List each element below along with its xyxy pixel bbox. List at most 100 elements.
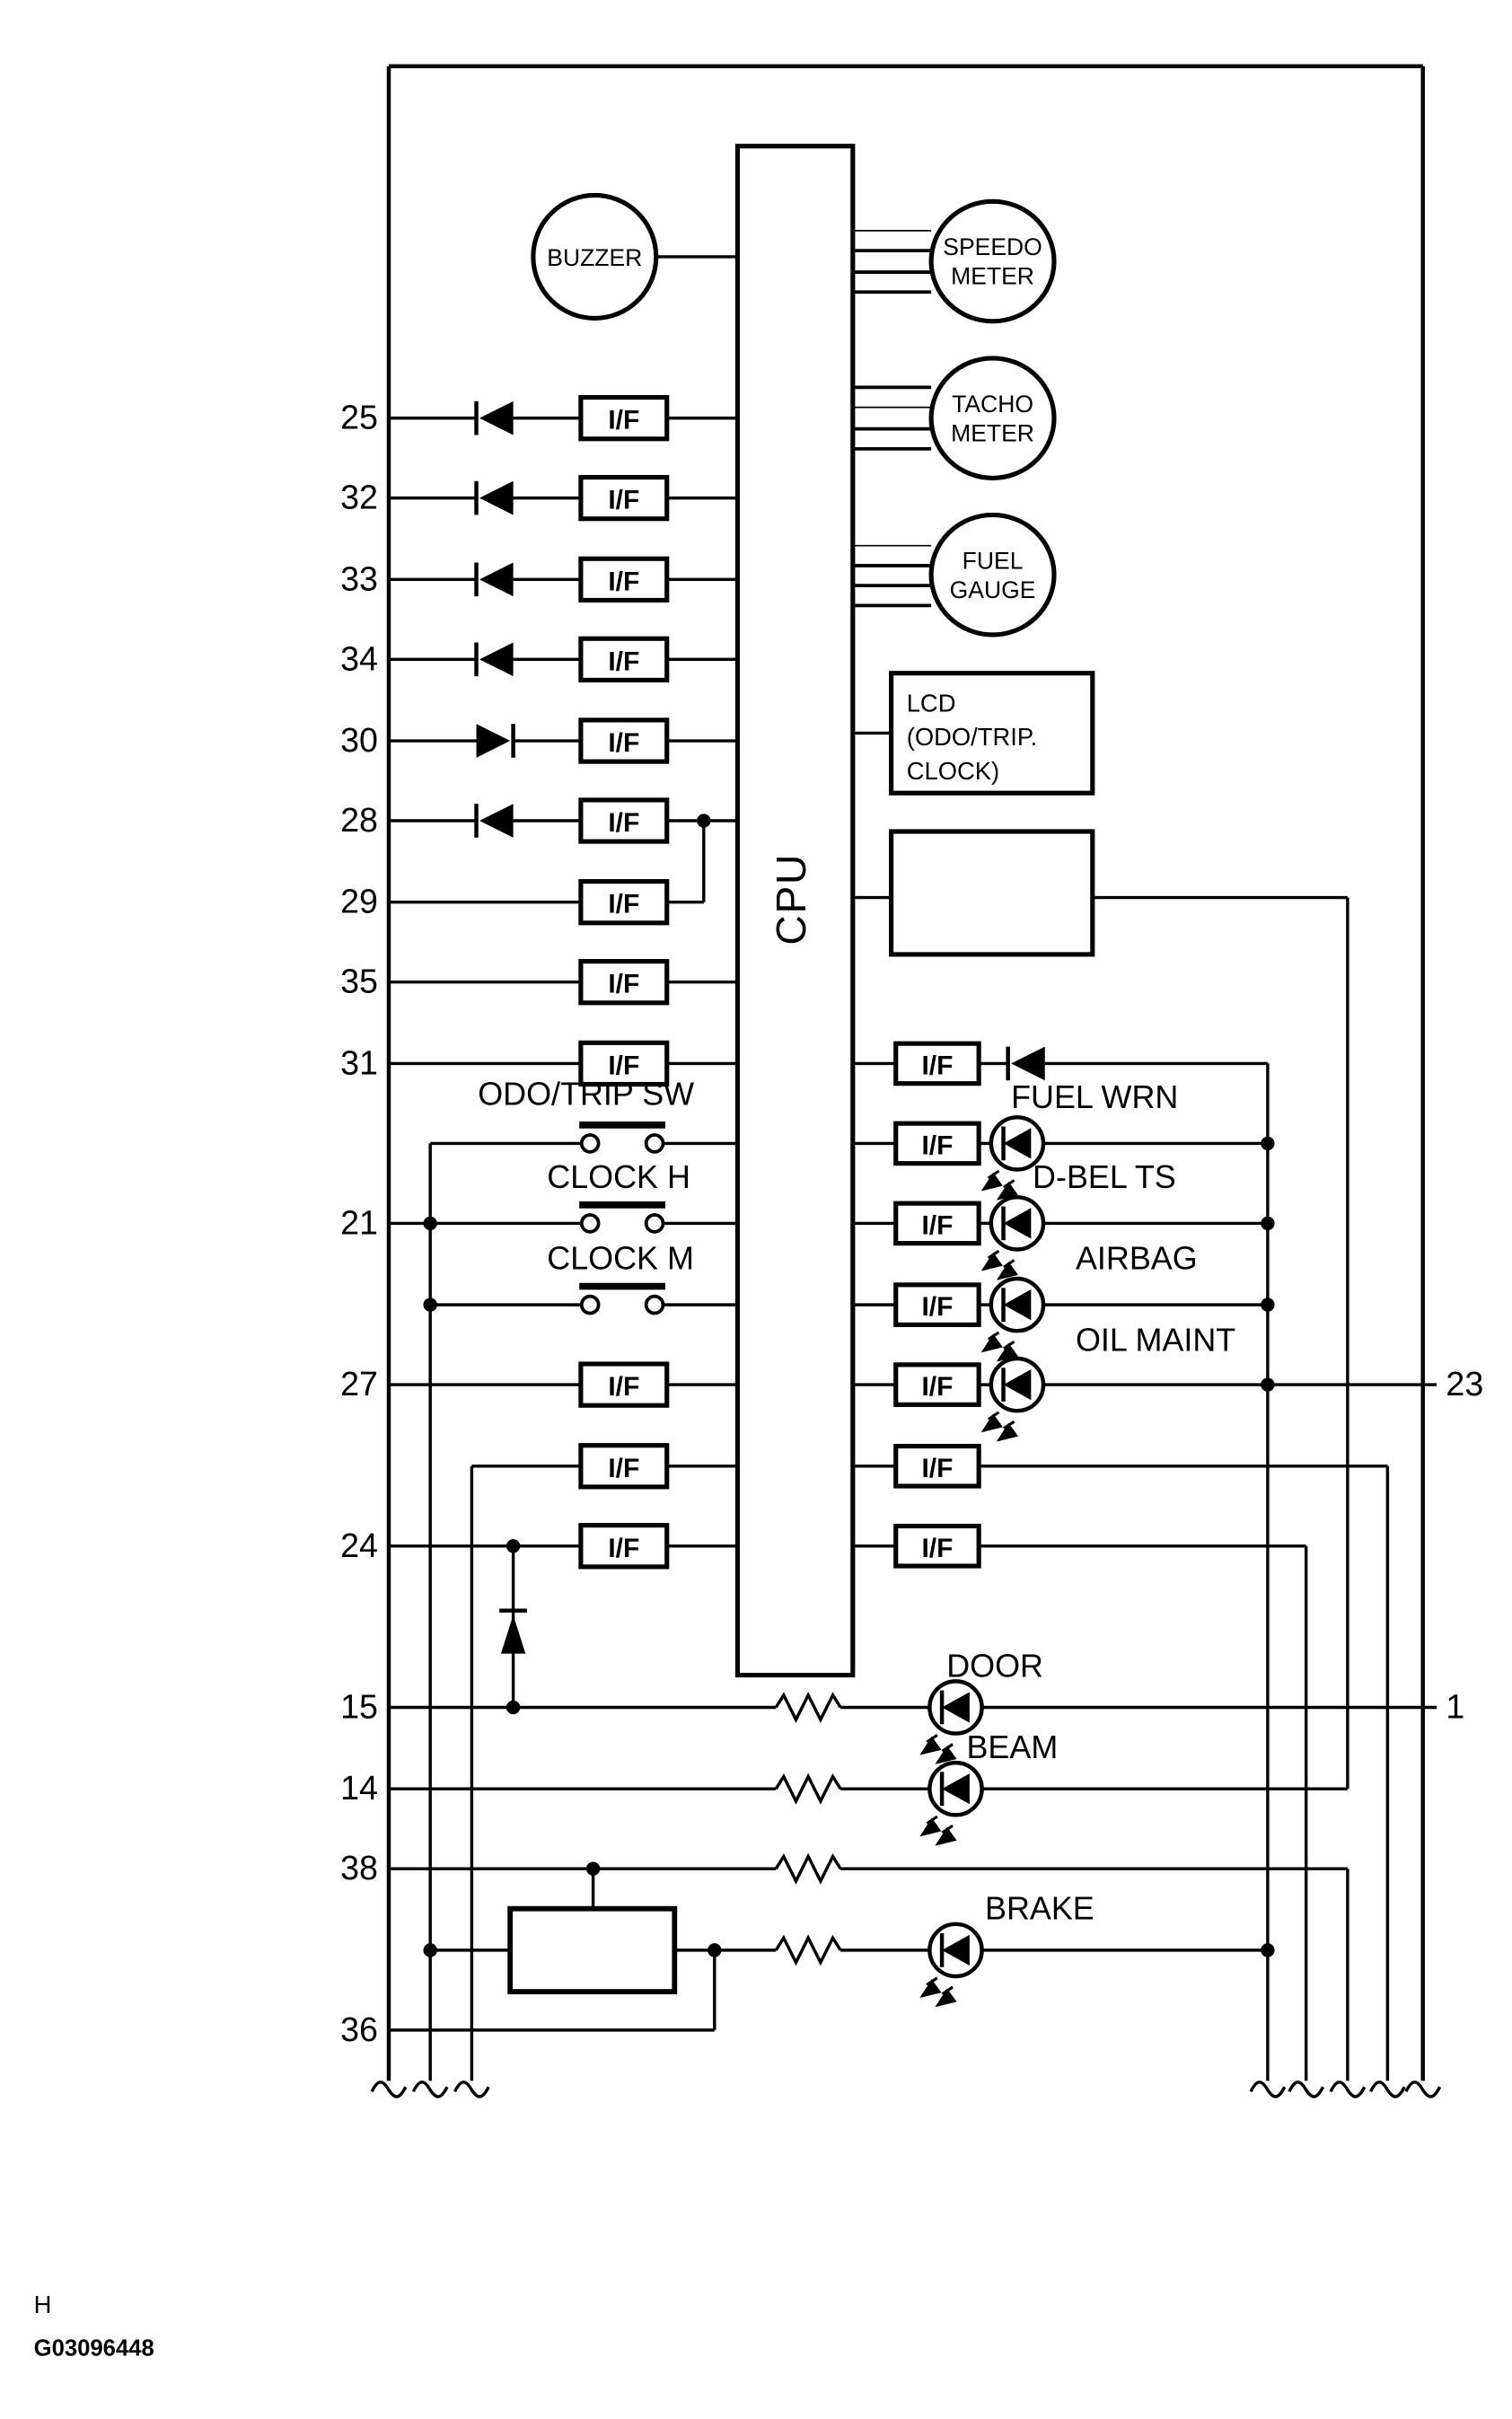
diode-icon [474,642,514,677]
clock-m-label: CLOCK M [547,1240,694,1277]
if-box: I/F [893,1201,981,1246]
if-box: I/F [578,636,670,682]
svg-text:I/F: I/F [608,1051,639,1080]
pin-label-32: 32 [340,479,378,516]
svg-text:I/F: I/F [921,1454,953,1483]
pin-label-30: 30 [340,721,378,759]
svg-text:I/F: I/F [608,567,639,596]
ground-break-icon [370,2080,408,2098]
resistor-icon [774,1772,842,1805]
led-icon [980,1195,1046,1280]
if-box: I/F [893,1523,981,1569]
switch-clock-m: CLOCK M [430,1240,738,1315]
speedometer-circle [928,198,1057,324]
svg-text:I/F: I/F [921,1051,953,1080]
tachometer: TACHO METER [852,356,1057,480]
svg-text:I/F: I/F [608,1372,639,1402]
svg-text:I/F: I/F [921,1534,953,1563]
ground-break-icon [1249,2080,1287,2098]
svg-text:I/F: I/F [608,486,639,515]
speedometer-label2: METER [951,263,1034,290]
ground-breaks [370,2080,1442,2098]
svg-text:I/F: I/F [921,1210,953,1240]
d-bel-ts-label: D-BEL TS [1033,1158,1176,1195]
if-box: I/F [578,717,670,764]
diode-icon [499,1608,528,1654]
junction-dot [1261,1136,1275,1151]
brake-label: BRAKE [985,1890,1094,1927]
ground-break-icon [411,2080,449,2098]
switch-bus-vertical [423,1143,437,2081]
pin-label-36: 36 [340,2010,378,2048]
ground-break-icon [1288,2080,1325,2098]
diode-icon [1006,1046,1045,1081]
junction-dot [423,1216,437,1231]
rheostat-block [507,1905,678,1995]
svg-text:I/F: I/F [921,1130,953,1160]
if-box: I/F [578,1523,670,1570]
pin-label-21: 21 [340,1203,378,1241]
svg-text:I/F: I/F [921,1292,953,1322]
pin-label-14: 14 [340,1769,378,1807]
if-box: I/F [578,556,670,603]
svg-text:I/F: I/F [608,970,639,999]
footer: H G03096448 [34,2291,154,2362]
buzzer-circle [531,192,659,321]
oil-maint-label: OIL MAINT [1076,1321,1235,1358]
diode-icon [474,804,514,838]
tachometer-label2: METER [951,419,1034,446]
cpu-block: CPU [734,144,856,1678]
cpu-label: CPU [768,853,814,946]
left-pin-rows [388,400,738,1553]
svg-text:I/F: I/F [921,1372,953,1402]
tachometer-circle [928,356,1057,480]
if-box: I/F [578,959,670,1006]
diode-icon [474,400,514,435]
if-box: I/F [893,1041,981,1086]
diode-icon [474,480,514,515]
svg-text:I/F: I/F [608,808,639,838]
if-box: I/F [893,1362,981,1407]
bottom-left-verticals [470,1465,528,2081]
pin-label-35: 35 [340,963,378,1000]
fuel-gauge-label2: GAUGE [950,576,1036,603]
if-box: I/F [578,474,670,522]
svg-text:I/F: I/F [608,406,639,435]
svg-text:I/F: I/F [608,1534,639,1563]
pin-label-25: 25 [340,399,378,436]
footer-revision: H [34,2291,52,2318]
connector-border [386,64,1425,2081]
pin-labels: 25 32 33 34 30 28 29 35 31 21 27 24 15 1… [340,399,1483,2048]
switch-clock-h: CLOCK H [388,1158,738,1234]
if-box: I/F [578,879,670,926]
door-label: DOOR [946,1647,1043,1684]
lcd-block: LCD (ODO/TRIP. CLOCK) [852,671,1095,796]
buzzer-label: BUZZER [547,244,642,271]
buzzer: BUZZER [531,192,738,321]
lcd-label2: (ODO/TRIP. [907,723,1038,751]
pin-label-31: 31 [340,1043,378,1081]
junction-dot [1261,1216,1275,1231]
svg-text:I/F: I/F [608,890,639,919]
lcd-label1: LCD [907,690,956,717]
if-box: I/F [893,1443,981,1489]
svg-text:I/F: I/F [608,647,639,676]
led-icon [919,1679,984,1764]
beam-row: BEAM [388,1728,1348,1846]
svg-text:I/F: I/F [608,728,639,758]
airbag-label: AIRBAG [1076,1240,1198,1277]
ground-break-icon [1369,2080,1406,2098]
pin-label-23: 23 [1446,1365,1483,1403]
if-box: I/F [578,1361,670,1408]
resistor-icon [774,1934,842,1966]
brake-row: BRAKE [423,1890,1268,2030]
pin-label-28: 28 [340,801,378,839]
if-box: I/F [578,797,670,844]
aux-block [852,829,1349,1790]
resistor-icon [774,1691,842,1724]
svg-text:I/F: I/F [608,1454,639,1483]
speedometer: SPEEDO METER [852,198,1057,324]
junction-dot [423,1297,437,1312]
pin-label-24: 24 [340,1526,378,1564]
